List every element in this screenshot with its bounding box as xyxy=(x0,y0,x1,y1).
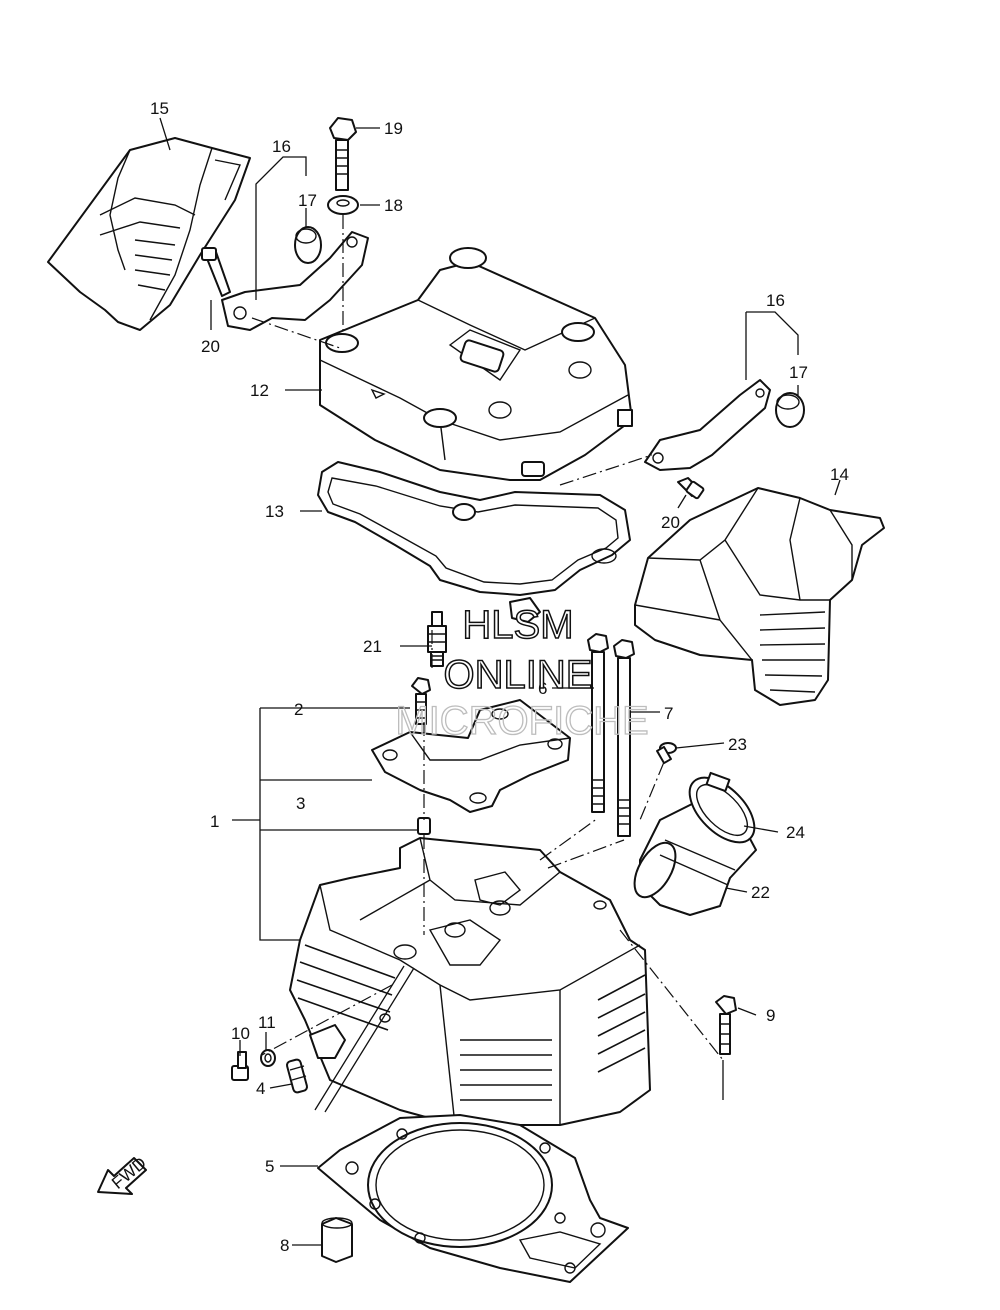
watermark-line-3: MICROFICHE xyxy=(395,699,648,743)
callout-17-left: 17 xyxy=(298,191,317,210)
part-3-dowel-pin xyxy=(417,817,431,835)
part-24-clamp xyxy=(688,771,756,844)
part-17-grommet-right xyxy=(775,392,805,428)
part-19-bolt xyxy=(329,117,357,191)
callout-4: 4 xyxy=(256,1079,265,1098)
callout-20-right: 20 xyxy=(661,513,680,532)
callout-16-left: 16 xyxy=(272,137,291,156)
alignment-lines xyxy=(251,215,724,1061)
part-1-cylinder-head xyxy=(289,837,651,1126)
leader-lines xyxy=(159,117,841,1246)
part-18-washer xyxy=(327,195,359,215)
part-11-washer xyxy=(260,1049,276,1067)
callout-8: 8 xyxy=(280,1236,289,1255)
callout-16-right: 16 xyxy=(766,291,785,310)
callout-10: 10 xyxy=(231,1024,250,1043)
watermark-line-1: HLSM xyxy=(462,603,573,647)
watermark-line-2: ONLINE xyxy=(444,653,593,697)
callout-11: 11 xyxy=(258,1013,276,1032)
callout-7: 7 xyxy=(664,704,673,723)
callout-15: 15 xyxy=(150,99,169,118)
callout-21: 21 xyxy=(363,637,382,656)
part-8-dowel-pin xyxy=(321,1217,353,1263)
part-12-head-cover xyxy=(319,247,633,481)
part-20-bolt-left xyxy=(201,247,231,297)
callout-6: 6 xyxy=(538,679,547,698)
callout-20-left: 20 xyxy=(201,337,220,356)
callout-22: 22 xyxy=(751,883,770,902)
callout-1: 1 xyxy=(210,812,219,831)
callout-17-right: 17 xyxy=(789,363,808,382)
part-17-grommet-left xyxy=(294,226,322,264)
part-16-bracket-right xyxy=(644,379,771,471)
part-6-stud-bolt xyxy=(587,633,609,813)
watermark: HLSM ONLINE MICROFICHE xyxy=(395,602,650,743)
part-9-bolt xyxy=(715,995,737,1055)
callout-12: 12 xyxy=(250,381,269,400)
part-1-cam-holder xyxy=(371,699,571,813)
part-16-bracket-left xyxy=(221,231,369,331)
part-13-head-cover-gasket xyxy=(317,461,631,623)
callout-9: 9 xyxy=(766,1006,775,1025)
callout-3: 3 xyxy=(296,794,305,813)
part-10-bolt xyxy=(231,1051,249,1081)
callout-23: 23 xyxy=(728,735,747,754)
callout-14: 14 xyxy=(830,465,849,484)
callout-5: 5 xyxy=(265,1157,274,1176)
part-23-screw xyxy=(656,742,677,765)
callout-24: 24 xyxy=(786,823,805,842)
part-4-oil-jet xyxy=(285,1058,309,1094)
part-7-stud-bolt xyxy=(613,639,635,837)
part-20-bolt-right xyxy=(677,477,705,500)
part-2-bolt xyxy=(411,677,431,725)
part-5-head-gasket xyxy=(317,1114,629,1283)
callout-19: 19 xyxy=(384,119,403,138)
fwd-arrow-icon: FWD xyxy=(97,1153,150,1195)
part-15-side-cover xyxy=(47,137,251,331)
part-14-side-cover xyxy=(634,487,885,706)
fwd-label: FWD xyxy=(108,1153,150,1192)
callout-13: 13 xyxy=(265,502,284,521)
callout-numbers: 15 16 17 19 18 20 12 16 17 14 13 20 21 6… xyxy=(150,99,849,1255)
callout-2: 2 xyxy=(294,700,303,719)
callout-18: 18 xyxy=(384,196,403,215)
